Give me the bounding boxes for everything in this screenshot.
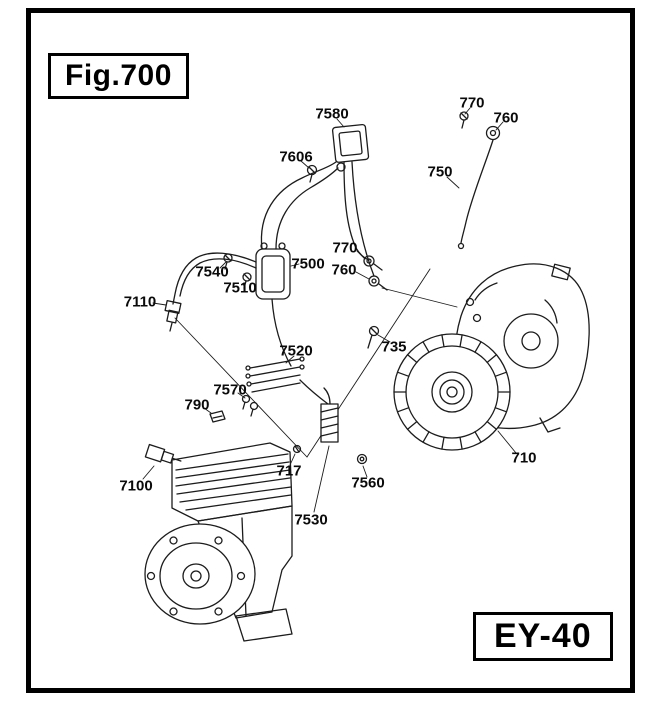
- figure-title: Fig.700: [48, 53, 189, 99]
- flywheel-drawing: [393, 333, 511, 451]
- condenser-drawing: [320, 387, 339, 443]
- small-fasteners-drawing: [209, 394, 259, 423]
- ignition-module-drawing: [331, 123, 370, 172]
- screw-735-drawing: [367, 325, 380, 349]
- mount-screws-drawing: [292, 444, 368, 465]
- label-leader-lines: [142, 107, 517, 513]
- top-terminal-drawing: [459, 111, 501, 141]
- model-label: EY-40: [473, 612, 613, 661]
- ring-terminals-drawing: [363, 255, 388, 291]
- ignition-coil-drawing: [255, 242, 291, 300]
- clamp-screws-drawing: [223, 253, 252, 289]
- spark-plug-drawing: [144, 443, 182, 464]
- diagram-border: [26, 8, 635, 693]
- screw-7606-drawing: [306, 164, 318, 183]
- blower-housing-drawing: [454, 263, 590, 433]
- elbow-fitting-drawing: [164, 300, 182, 332]
- engine-block-drawing: [144, 442, 293, 642]
- breaker-points-drawing: [245, 356, 305, 393]
